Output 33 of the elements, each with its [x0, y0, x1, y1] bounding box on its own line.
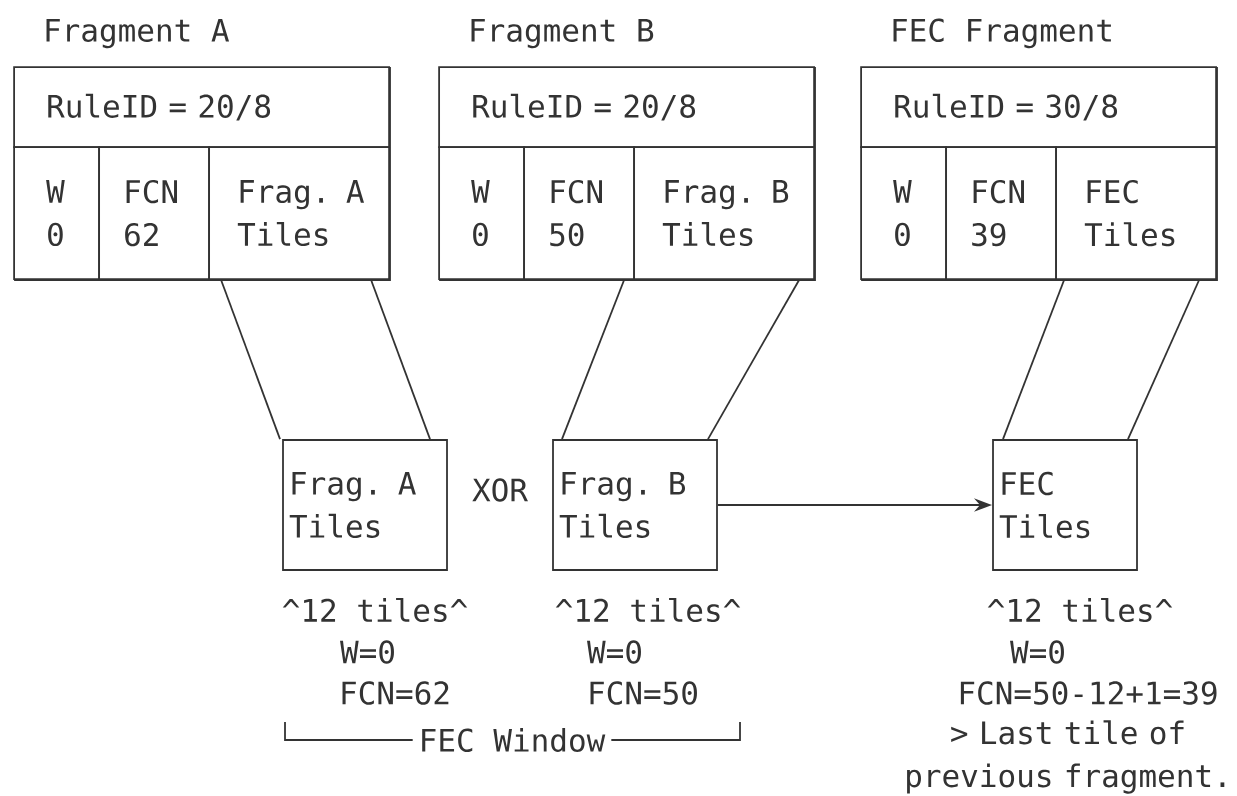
field-cell: W 0	[438, 146, 525, 280]
field-cell: W 0	[13, 146, 100, 280]
caption-text: FCN=50	[590, 681, 697, 705]
node-label: FEC Fragment	[893, 18, 1111, 49]
field-cell: FCN 62	[98, 146, 210, 280]
caption-text: W=0	[587, 640, 641, 664]
tile-box: Frag. A Tiles	[282, 439, 448, 571]
field-cell: FCN 50	[523, 146, 635, 280]
tile-box: FEC Tiles	[992, 439, 1138, 571]
connector-line	[1127, 279, 1200, 440]
node-label: Fragment A	[46, 18, 230, 49]
field-cell: W 0	[860, 146, 947, 280]
caption-text: W=0	[340, 640, 394, 664]
caption-text: ^12 tiles^	[282, 597, 468, 623]
connector-line	[1002, 279, 1065, 440]
field-cell: Frag. B Tiles	[633, 146, 815, 280]
operator-text: XOR	[472, 478, 528, 502]
caption-text: FCN=62	[342, 681, 449, 705]
connector-line	[370, 279, 431, 440]
tile-box: Frag. B Tiles	[552, 439, 718, 571]
connector-line	[561, 279, 625, 440]
connector-line	[707, 279, 800, 440]
caption-text: FCN=50-12+1=39	[960, 681, 1217, 705]
node-label: Fragment B	[471, 18, 654, 49]
field-cell: FCN 39	[945, 146, 1057, 280]
caption-text: ^12 tiles^	[555, 597, 741, 623]
field-cell: Frag. A Tiles	[208, 146, 390, 280]
caption-text: W=0	[1010, 640, 1064, 664]
bracket-label: FEC Window	[412, 722, 612, 758]
field-cell: FEC Tiles	[1055, 146, 1217, 280]
caption-text: > Last tile of previous fragment.	[907, 720, 1225, 794]
caption-text: ^12 tiles^	[987, 597, 1173, 623]
connector-line	[220, 279, 281, 440]
